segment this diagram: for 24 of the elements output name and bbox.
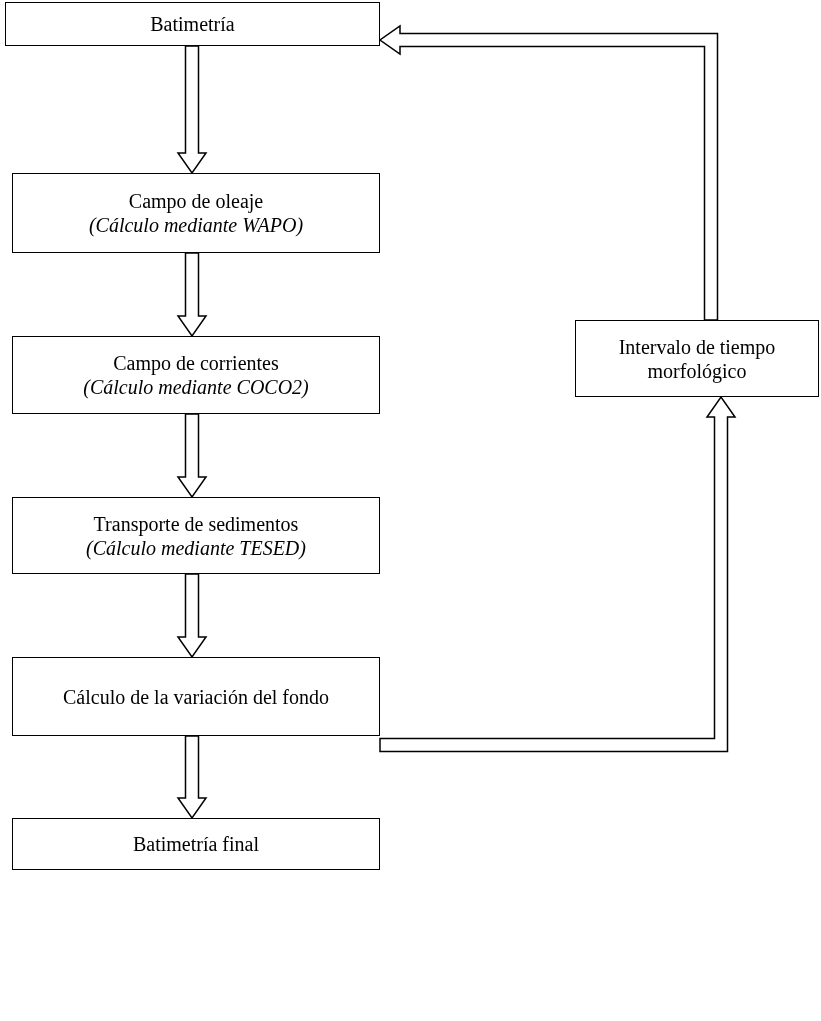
block-arrow — [176, 735, 208, 820]
subtitle-text: (Cálculo mediante WAPO) — [88, 213, 304, 237]
process-box — [12, 497, 380, 574]
process-box — [12, 818, 380, 870]
block-arrow — [176, 45, 208, 175]
node-text: Batimetría final — [132, 832, 260, 856]
process-box — [12, 173, 380, 253]
node-text: Campo de corrientes — [113, 351, 279, 375]
block-arrow — [176, 573, 208, 659]
subtitle-text: (Cálculo mediante COCO2) — [83, 375, 309, 399]
block-arrow — [378, 24, 719, 321]
node-text: Transporte de sedimentos — [93, 511, 299, 536]
process-box — [575, 320, 819, 397]
block-arrow — [176, 413, 208, 499]
subtitle-text: (Cálculo mediante TESED) — [86, 536, 306, 560]
process-box — [12, 657, 380, 736]
node-text: Cálculo de la variación del fondo — [63, 684, 329, 709]
node-text: Intervalo de tiempo morfológico — [617, 334, 777, 383]
node-text: Batimetría — [150, 12, 235, 36]
process-box — [5, 2, 380, 46]
block-arrow — [176, 252, 208, 338]
block-arrow — [379, 395, 737, 753]
process-box — [12, 336, 380, 414]
node-text: Campo de oleaje — [128, 189, 264, 213]
